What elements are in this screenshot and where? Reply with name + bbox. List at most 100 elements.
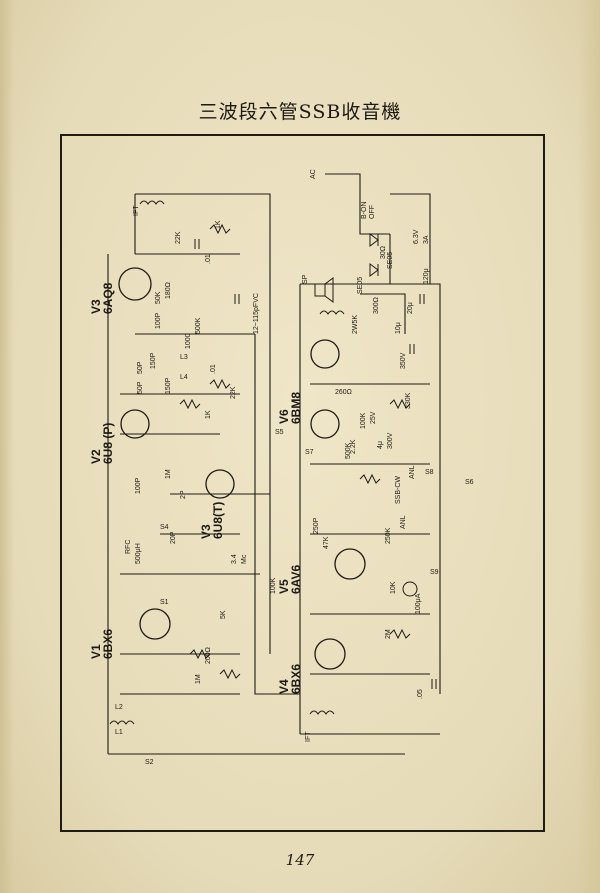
v3-tube-name: 6AQ8: [101, 282, 115, 314]
v3-designator: V3: [89, 299, 103, 314]
r-1m: 1M: [165, 469, 172, 479]
s7-label: S7: [305, 449, 314, 456]
c-350v: 350V: [400, 352, 407, 369]
v6-tube-name: 6BM8: [289, 392, 303, 424]
radio-schematic: V3 6AQ8 V2 6U8 (P) V3 6U8(T) V1 6BX6 V6 …: [89, 169, 474, 766]
r-180: 180Ω: [165, 282, 172, 299]
c-300v: 300V: [387, 432, 394, 449]
v3b-designator: V3: [199, 524, 213, 539]
s4-label: S4: [160, 524, 169, 531]
r-47k: 47K: [323, 536, 330, 549]
v6-designator: V6: [277, 409, 291, 424]
c-01-b: .01: [210, 364, 217, 374]
ift-top-label: IFT: [133, 205, 140, 216]
v2-designator: V2: [89, 449, 103, 464]
s2-label: S2: [145, 759, 154, 766]
r-100k: 100K: [270, 577, 277, 594]
v5-tube-name: 6AV6: [289, 565, 303, 594]
s5-label: S5: [275, 429, 284, 436]
c-100p-a: 100P: [155, 312, 162, 329]
tube-v2-6u8p: [120, 409, 150, 439]
tube-v4-6bx6: [314, 638, 346, 670]
v5-designator: V5: [277, 579, 291, 594]
c-20p: 20P: [170, 531, 177, 544]
c-20u: 20μ: [407, 302, 414, 314]
se05-b-label: SE05: [387, 252, 394, 269]
r-2m: 2M: [385, 629, 392, 639]
v2-tube-name: 6U8 (P): [101, 423, 115, 464]
tube-v3-6aq8: [118, 267, 152, 301]
passive-components: [109, 200, 437, 725]
tube-labels: V3 6AQ8 V2 6U8 (P) V3 6U8(T) V1 6BX6 V6 …: [89, 282, 303, 694]
page-edge-shadow: [578, 0, 600, 893]
c-4u: 4μ: [377, 441, 384, 449]
c-30: 30Ω: [380, 246, 387, 259]
anl-b-label: ANL: [400, 515, 407, 529]
schematic-wiring: [107, 173, 441, 755]
rfc-value: 500μH: [135, 543, 142, 564]
off-label: OFF: [369, 205, 376, 219]
v4-tube-name: 6BX6: [289, 664, 303, 694]
b-on-label: B-ON: [361, 202, 368, 220]
ac-label: AC: [310, 169, 317, 179]
xtal-label: 3.4: [231, 554, 238, 564]
l2-label: L2: [115, 704, 123, 711]
c-50p-a: 50P: [137, 361, 144, 374]
v4-designator: V4: [277, 679, 291, 694]
c-150p-b: 150P: [165, 377, 172, 394]
c-01-a: .01: [205, 254, 212, 264]
tube-v5-6av6: [334, 548, 366, 580]
r-200: 200Ω: [205, 647, 212, 664]
v1-tube-name: 6BX6: [101, 629, 115, 659]
r-5k: 5K: [220, 610, 227, 619]
xtal-unit: Mc: [241, 554, 248, 564]
r-500k: 500K: [345, 442, 352, 459]
c-50p-b: 50P: [137, 381, 144, 394]
vc-label: 12~115pFVC: [253, 293, 260, 334]
sp-label: SP: [302, 274, 309, 284]
l4-label: L4: [180, 374, 188, 381]
page-spine-shadow: [0, 0, 14, 893]
c-250p: 250P: [313, 517, 320, 534]
s6-label: S6: [465, 479, 474, 486]
r-1k-a: 1K: [215, 220, 222, 229]
s1-label: S1: [160, 599, 169, 606]
tube-v6-6bm8-b: [310, 409, 340, 439]
schematic-frame: [60, 134, 545, 832]
r-1m-b: 1M: [195, 674, 202, 684]
c-100p-b: 100P: [135, 477, 142, 494]
r-22k: 22K: [175, 231, 182, 244]
r-100k-b: 100K: [360, 412, 367, 429]
c-1000: 1000: [185, 333, 192, 349]
r-10k: 10K: [390, 581, 397, 594]
fuse-label: 3A: [423, 235, 430, 244]
se05-a-label: SE05: [357, 277, 364, 294]
c-2p: 2P: [180, 490, 187, 499]
r-300: 300Ω: [373, 297, 380, 314]
r-330k: 330K: [405, 392, 412, 409]
r-50k: 50K: [155, 291, 162, 304]
page-title: 三波段六管SSB收音機: [198, 101, 402, 123]
c-150p-a: 150P: [150, 352, 157, 369]
meter-label: 100μA: [415, 593, 422, 614]
c-120u: 120μ: [423, 268, 430, 284]
anl-label: ANL: [409, 465, 416, 479]
r-22k-b: 22K: [230, 386, 237, 399]
page-number: 147: [285, 851, 315, 869]
r-1k-b: 1K: [205, 410, 212, 419]
rfc-label: RFC: [125, 540, 132, 554]
heater-voltage-label: 6.3V: [413, 229, 420, 244]
s8-label: S8: [425, 469, 434, 476]
v1-designator: V1: [89, 644, 103, 659]
c-25v: 25V: [370, 411, 377, 424]
c-05: .05: [417, 689, 424, 699]
tube-symbols: [118, 267, 366, 670]
r-250k: 250K: [385, 527, 392, 544]
r-2w5k: 2W5K: [352, 315, 359, 334]
c-500k: 500K: [195, 317, 202, 334]
l1-label: L1: [115, 729, 123, 736]
s9-label: S9: [430, 569, 439, 576]
ssb-cw-label: SSB-CW: [395, 476, 402, 504]
tube-v1-6bx6: [139, 608, 171, 640]
